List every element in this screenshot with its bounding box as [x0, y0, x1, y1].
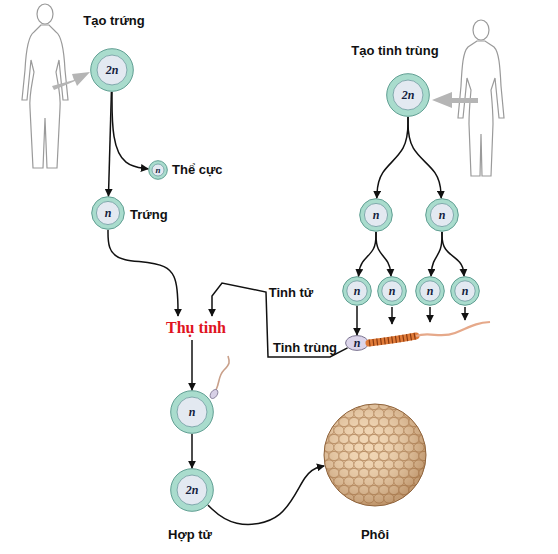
cell-label: n — [148, 160, 168, 180]
arrow-connector — [408, 117, 441, 198]
cell-node: n — [342, 276, 372, 306]
layout-arrow — [391, 307, 393, 324]
arrow-connector — [377, 117, 408, 198]
arrow-connector — [191, 340, 193, 390]
cell-label: n — [425, 198, 459, 232]
layout-arrow — [429, 307, 431, 322]
cell-heading: Thể cực — [172, 162, 223, 177]
cell-node: 2nHợp tử — [170, 468, 214, 512]
cell-label: n — [345, 335, 369, 351]
cell-heading: Phôi — [361, 527, 389, 542]
sperm-tail — [416, 322, 490, 336]
cell-node: n — [359, 198, 393, 232]
sperm-midpiece — [369, 336, 416, 343]
cell-node: nTrứng — [91, 196, 125, 230]
cell-node: n — [170, 390, 214, 434]
arrow-connector — [108, 230, 178, 316]
cell-node: n — [415, 276, 445, 306]
cell-node: n — [345, 335, 369, 351]
cell-heading: Trứng — [130, 207, 168, 222]
cell-label: 2n — [386, 73, 430, 117]
cell-label: n — [342, 276, 372, 306]
cell-label: n — [91, 196, 125, 230]
arrow-connector — [376, 232, 391, 276]
cell-label: 2n — [90, 48, 134, 92]
cell-node: Tạo trứng2n — [90, 48, 134, 92]
cell-label: n — [377, 276, 407, 306]
cell-label: n — [450, 276, 480, 306]
arrow-connector — [442, 232, 464, 276]
attached-sperm — [209, 356, 230, 400]
event-node: Thụ tinh — [154, 316, 238, 340]
cell-heading: Tạo trứng — [83, 13, 144, 28]
arrow-connector — [208, 466, 324, 524]
stage-label: Tinh trùng — [273, 340, 337, 355]
arrow-connector — [112, 92, 148, 169]
arrow-connector — [359, 232, 376, 276]
cell-node: n — [450, 276, 480, 306]
arrow-connector — [431, 232, 442, 276]
cell-label: 2n — [170, 468, 214, 512]
cell-heading: Hợp tử — [168, 527, 212, 542]
cell-label: n — [359, 198, 393, 232]
cell-node: Phôi — [323, 403, 427, 507]
cell-heading: Tạo tinh trùng — [351, 43, 438, 58]
arrow-connector — [212, 283, 348, 357]
cell-node: n — [425, 198, 459, 232]
cell-outline — [323, 403, 427, 507]
cell-node: Tạo tinh trùng2n — [386, 73, 430, 117]
arrow-connector — [108, 92, 111, 196]
cell-label: Thụ tinh — [154, 316, 238, 340]
arrow-connector — [191, 434, 193, 468]
pointer-arrow — [432, 92, 478, 108]
cell-label: n — [415, 276, 445, 306]
stage-label: Tinh tử — [269, 285, 314, 300]
layout-arrow — [464, 307, 466, 320]
pointer-arrow — [52, 72, 90, 90]
cell-label: n — [170, 390, 214, 434]
cell-node: nThể cực — [148, 160, 168, 180]
cell-node: n — [377, 276, 407, 306]
arrow-connector — [356, 306, 358, 335]
